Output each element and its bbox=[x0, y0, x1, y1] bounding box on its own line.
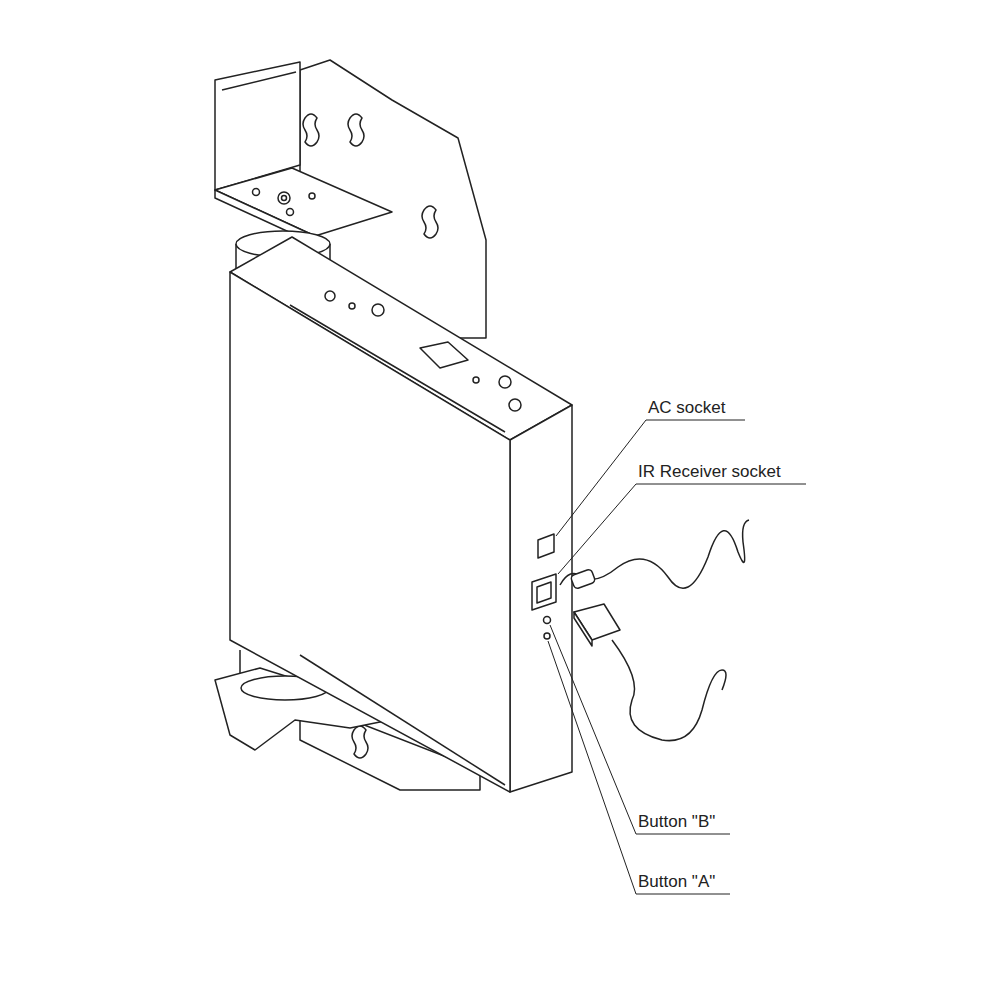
cable bbox=[612, 640, 726, 741]
housing-front bbox=[230, 272, 510, 792]
keyhole bbox=[422, 206, 438, 238]
hole bbox=[509, 399, 521, 411]
hole bbox=[372, 304, 384, 316]
housing-seam bbox=[290, 305, 505, 432]
keyhole bbox=[352, 726, 368, 758]
leader-line bbox=[558, 484, 806, 574]
callout-label: Button "A" bbox=[638, 873, 715, 892]
hole bbox=[473, 377, 479, 383]
leader-line bbox=[548, 641, 730, 894]
hole bbox=[287, 209, 294, 216]
callout-label: IR Receiver socket bbox=[638, 463, 781, 482]
hole bbox=[325, 291, 335, 301]
button bbox=[544, 617, 551, 624]
callout-label: AC socket bbox=[648, 399, 725, 418]
hole bbox=[253, 189, 260, 196]
callout-label: Button "B" bbox=[638, 813, 715, 832]
keyhole bbox=[348, 114, 364, 146]
display-window bbox=[420, 342, 468, 368]
plug-edge bbox=[574, 612, 592, 646]
hole bbox=[499, 376, 511, 388]
hole bbox=[282, 196, 287, 201]
keyhole bbox=[303, 114, 319, 146]
bracket-edge bbox=[222, 72, 296, 90]
housing-seam bbox=[300, 655, 505, 785]
hole bbox=[278, 192, 290, 204]
leader-line bbox=[550, 625, 730, 834]
plug bbox=[570, 569, 595, 590]
ac-socket bbox=[538, 534, 554, 558]
leader-lines bbox=[548, 420, 806, 894]
button bbox=[544, 633, 550, 639]
ir-socket-inner bbox=[537, 582, 551, 603]
mount-drawing bbox=[215, 60, 749, 792]
ir-socket bbox=[532, 574, 556, 610]
housing-side bbox=[510, 405, 572, 792]
hole bbox=[309, 193, 315, 199]
hole bbox=[349, 303, 355, 309]
